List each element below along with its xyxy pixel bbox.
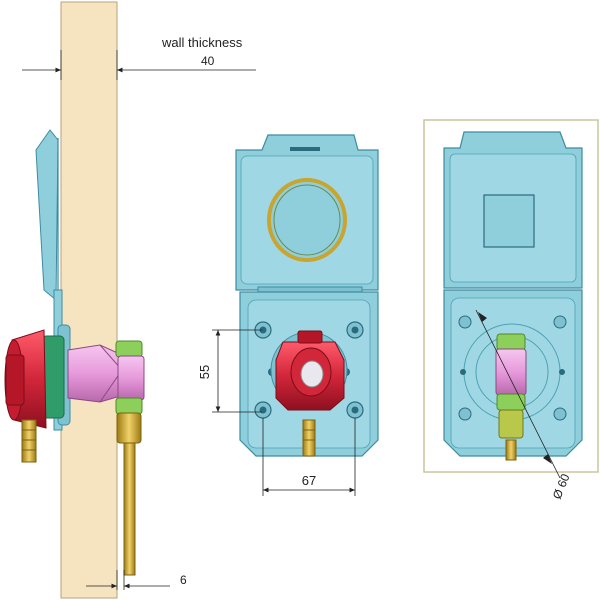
side-view: wall thickness 40 xyxy=(4,1,256,599)
wall-thickness-value: 40 xyxy=(201,54,215,68)
rear-union-fitting xyxy=(495,333,527,461)
height-dimension-label: 55 xyxy=(197,365,212,379)
wall-thickness-dimension: wall thickness 40 xyxy=(22,35,256,80)
rear-lid-square xyxy=(483,194,535,248)
pipe-dimension: 6 xyxy=(86,570,187,590)
lid-window-ring xyxy=(267,178,347,262)
wall-thickness-label: wall thickness xyxy=(161,35,243,50)
pipe-dimension-label: 6 xyxy=(180,573,187,587)
rear-view: Ø 60 xyxy=(423,119,599,501)
side-cover-lid xyxy=(35,129,59,302)
side-regulator xyxy=(4,329,65,429)
width-dimension-label: 67 xyxy=(302,473,316,488)
front-view: 55 67 xyxy=(197,134,379,496)
side-pink-connector xyxy=(67,344,125,403)
side-copper-pipe xyxy=(123,442,136,576)
front-hose-nozzle xyxy=(302,419,316,457)
side-union-fitting xyxy=(115,340,145,444)
front-regulator xyxy=(270,330,348,411)
diameter-dimension-label: Ø 60 xyxy=(550,471,573,501)
rear-screws xyxy=(458,315,567,421)
side-hose-nozzle xyxy=(21,419,37,463)
width-dimension: 67 xyxy=(262,418,356,496)
height-dimension: 55 xyxy=(197,329,262,413)
wall-section xyxy=(60,1,118,599)
